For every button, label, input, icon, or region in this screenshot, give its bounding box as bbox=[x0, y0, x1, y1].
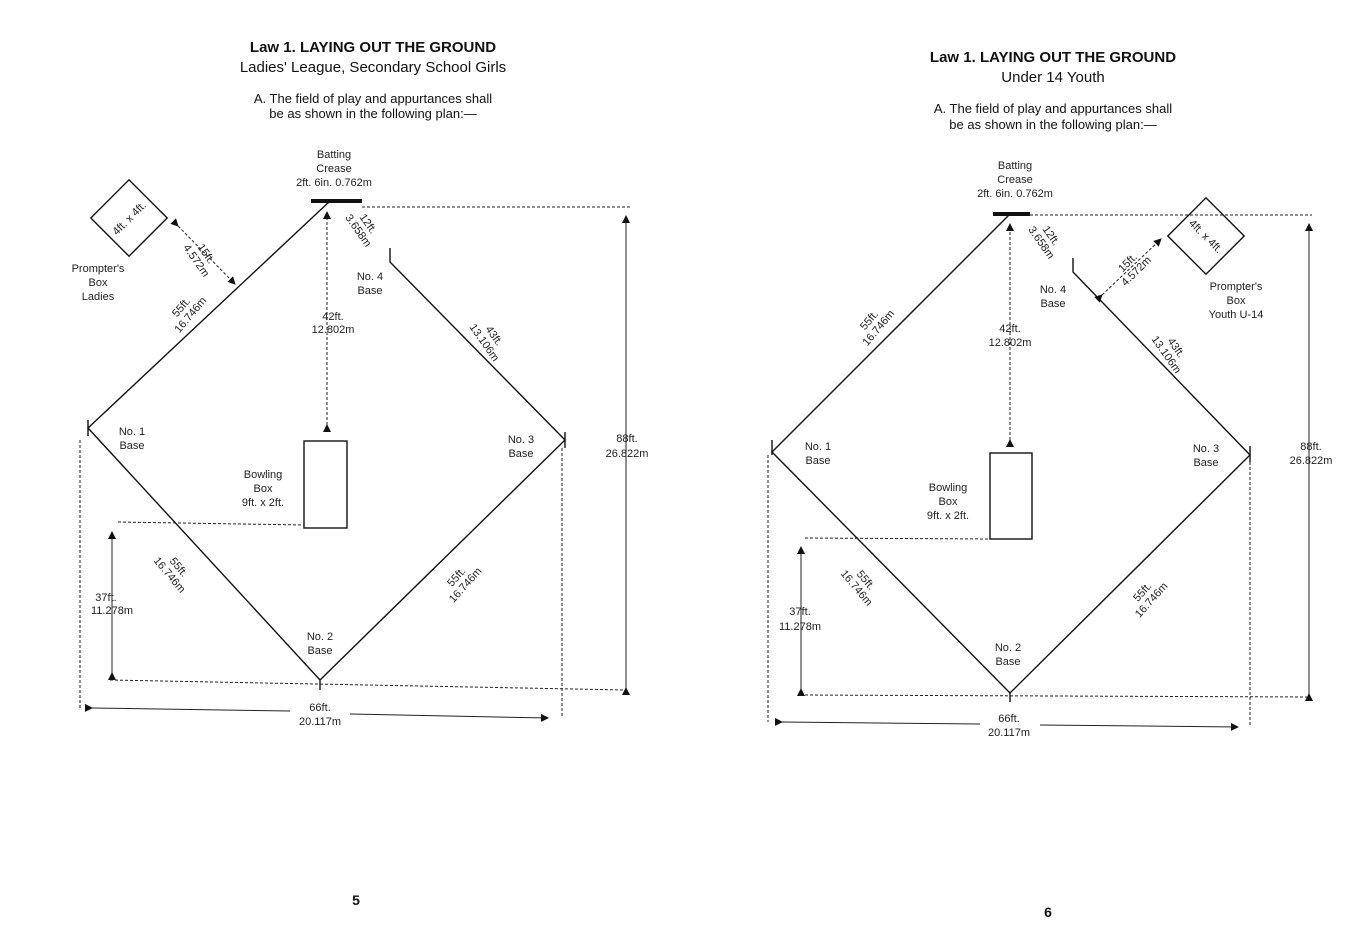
dim-66ft-right bbox=[1039, 722, 1239, 731]
dim-guide-bottom bbox=[799, 694, 1311, 698]
svg-text:Box: Box bbox=[254, 483, 273, 495]
field-outline bbox=[771, 213, 1251, 694]
prompters-box: 4ft. x 4ft. bbox=[1166, 196, 1246, 276]
svg-text:66ft.: 66ft. bbox=[998, 713, 1019, 725]
svg-text:26.822m: 26.822m bbox=[1290, 455, 1333, 467]
intro-line-1: A. The field of play and appurtances sha… bbox=[254, 91, 492, 106]
dim-66ft-left bbox=[84, 703, 291, 712]
svg-text:Box: Box bbox=[939, 496, 958, 508]
svg-text:20.117m: 20.117m bbox=[988, 727, 1030, 739]
svg-text:No. 1: No. 1 bbox=[119, 426, 145, 438]
page-title: Law 1. LAYING OUT THE GROUND bbox=[250, 39, 496, 56]
crease-label: Crease bbox=[316, 163, 351, 175]
svg-text:42ft.: 42ft. bbox=[999, 323, 1020, 335]
svg-text:Youth U-14: Youth U-14 bbox=[1209, 309, 1264, 321]
svg-text:No. 4: No. 4 bbox=[1040, 284, 1066, 296]
svg-text:Base: Base bbox=[805, 455, 830, 467]
page-number: 6 bbox=[1044, 904, 1052, 920]
page-subtitle: Under 14 Youth bbox=[1001, 69, 1104, 86]
intro-line-2: be as shown in the following plan:— bbox=[949, 117, 1156, 132]
dim-guide-bowling bbox=[804, 537, 991, 540]
field-diagram: Batting Crease 2ft. 6in. 0.762m 4ft. x 4… bbox=[767, 160, 1333, 739]
svg-text:20.117m: 20.117m bbox=[299, 716, 341, 728]
svg-text:66ft.: 66ft. bbox=[309, 702, 330, 714]
svg-text:Bowling: Bowling bbox=[244, 469, 283, 481]
batting-label: Batting bbox=[317, 149, 351, 161]
page-subtitle: Ladies' League, Secondary School Girls bbox=[240, 59, 506, 76]
dim-66ft-left bbox=[774, 717, 981, 726]
svg-text:9ft. x 2ft.: 9ft. x 2ft. bbox=[927, 510, 969, 522]
dim-15ft bbox=[170, 218, 236, 285]
svg-text:88ft.: 88ft. bbox=[1300, 441, 1321, 453]
field-outline bbox=[87, 200, 566, 682]
dim-guide-bowling bbox=[117, 521, 305, 526]
field-diagram: Batting Crease 2ft. 6in. 0.762m 4ft. x 4… bbox=[72, 149, 649, 728]
svg-text:No. 4: No. 4 bbox=[357, 271, 383, 283]
page-number: 5 bbox=[352, 892, 360, 908]
svg-text:No. 2: No. 2 bbox=[995, 642, 1021, 654]
intro-line-2: be as shown in the following plan:— bbox=[269, 106, 476, 121]
page-left: Law 1. LAYING OUT THE GROUND Ladies' Lea… bbox=[72, 39, 649, 908]
page-right: Law 1. LAYING OUT THE GROUND Under 14 Yo… bbox=[767, 49, 1333, 920]
svg-text:26.822m: 26.822m bbox=[606, 448, 649, 460]
dim-66ft-right bbox=[349, 713, 549, 722]
svg-text:Crease: Crease bbox=[997, 174, 1032, 186]
svg-text:42ft.: 42ft. bbox=[322, 311, 343, 323]
svg-text:Base: Base bbox=[357, 285, 382, 297]
svg-text:Base: Base bbox=[1193, 457, 1218, 469]
svg-text:2ft. 6in. 0.762m: 2ft. 6in. 0.762m bbox=[977, 188, 1053, 200]
intro-line-1: A. The field of play and appurtances sha… bbox=[934, 101, 1172, 116]
svg-text:12.802m: 12.802m bbox=[312, 324, 355, 336]
svg-text:No. 1: No. 1 bbox=[805, 441, 831, 453]
svg-text:Batting: Batting bbox=[998, 160, 1032, 172]
prompters-box: 4ft. x 4ft. bbox=[89, 178, 169, 258]
svg-text:No. 3: No. 3 bbox=[508, 434, 534, 446]
svg-text:4ft. x 4ft.: 4ft. x 4ft. bbox=[1186, 218, 1224, 256]
dim-guide-bottom bbox=[109, 679, 626, 691]
svg-text:11.278m: 11.278m bbox=[91, 605, 133, 617]
bowling-box bbox=[989, 452, 1033, 540]
svg-text:88ft.: 88ft. bbox=[616, 433, 637, 445]
svg-text:12.802m: 12.802m bbox=[989, 337, 1032, 349]
svg-text:4ft. x 4ft.: 4ft. x 4ft. bbox=[111, 200, 149, 238]
svg-text:9ft. x 2ft.: 9ft. x 2ft. bbox=[242, 497, 284, 509]
svg-text:11.278m: 11.278m bbox=[779, 621, 821, 633]
svg-text:No. 3: No. 3 bbox=[1193, 443, 1219, 455]
svg-text:Base: Base bbox=[307, 645, 332, 657]
svg-text:Bowling: Bowling bbox=[929, 482, 968, 494]
svg-text:Base: Base bbox=[508, 448, 533, 460]
svg-text:No. 2: No. 2 bbox=[307, 631, 333, 643]
page-title: Law 1. LAYING OUT THE GROUND bbox=[930, 49, 1176, 66]
svg-text:Base: Base bbox=[119, 440, 144, 452]
svg-text:37ft.: 37ft. bbox=[789, 606, 810, 618]
svg-text:Base: Base bbox=[995, 656, 1020, 668]
svg-text:Base: Base bbox=[1040, 298, 1065, 310]
prompter-label: Prompter's bbox=[72, 263, 125, 275]
prompter-label: Prompter's bbox=[1210, 281, 1263, 293]
svg-text:Box: Box bbox=[89, 277, 108, 289]
svg-text:Ladies: Ladies bbox=[82, 291, 115, 303]
dim-15ft bbox=[1094, 238, 1162, 303]
crease-size-label: 2ft. 6in. 0.762m bbox=[296, 177, 372, 189]
bowling-box bbox=[303, 440, 348, 529]
svg-text:Box: Box bbox=[1227, 295, 1246, 307]
svg-text:37ft.: 37ft. bbox=[95, 592, 116, 604]
